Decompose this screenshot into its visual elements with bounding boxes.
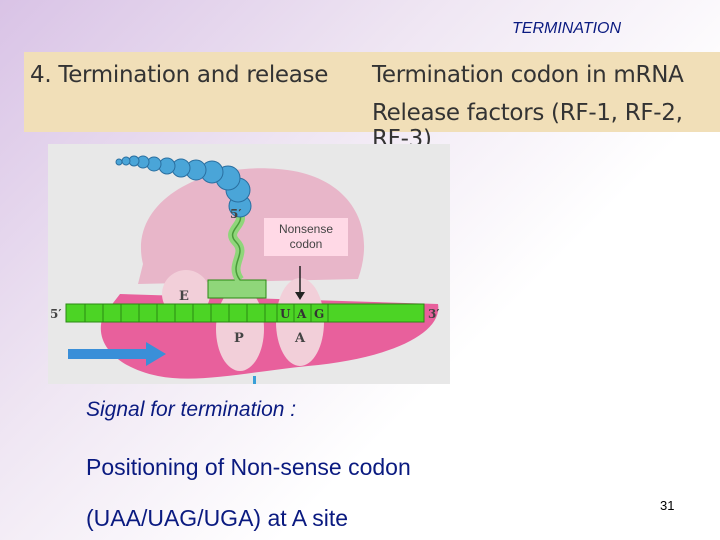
ribosome-termination-figure: 5′ 5′ 3′ E P A U A G bbox=[48, 144, 450, 384]
label-p-site: P bbox=[234, 331, 244, 346]
trna-anticodon bbox=[207, 279, 267, 299]
mrna-tick-mark bbox=[253, 376, 256, 384]
mrna-codon-dividers bbox=[84, 304, 329, 322]
mrna-strip bbox=[65, 303, 425, 323]
movement-arrow-head bbox=[146, 342, 166, 366]
page-number: 31 bbox=[660, 498, 675, 513]
label-5prime-top: 5′ bbox=[230, 207, 242, 221]
codon-g: G bbox=[314, 307, 324, 321]
caption-positioning: Positioning of Non-sense codon bbox=[86, 454, 411, 480]
nonsense-codon-callout: Nonsense codon bbox=[264, 218, 348, 256]
header-band: 4. Termination and release Termination c… bbox=[24, 52, 720, 152]
p-site bbox=[216, 287, 264, 371]
movement-arrow-shaft bbox=[68, 349, 148, 359]
step-heading: 4. Termination and release bbox=[30, 62, 329, 88]
release-factors-text: Release factors (RF-1, RF-2, RF-3) bbox=[372, 100, 683, 152]
label-e-site: E bbox=[179, 289, 189, 304]
codon-u: U bbox=[280, 307, 291, 321]
caption-signal: Signal for termination : bbox=[86, 398, 297, 421]
label-a-site: A bbox=[294, 331, 306, 346]
label-3prime: 3′ bbox=[428, 307, 440, 321]
codon-a: A bbox=[296, 307, 307, 321]
slide-title: TERMINATION bbox=[512, 20, 622, 37]
ribosome-diagram: 5′ 5′ 3′ E P A U A G bbox=[50, 155, 440, 384]
termination-codon-text: Termination codon in mRNA bbox=[372, 62, 684, 88]
label-5prime-left: 5′ bbox=[50, 307, 62, 321]
polypeptide-chain bbox=[115, 155, 252, 218]
caption-codons: (UAA/UAG/UGA) at A site bbox=[86, 505, 349, 531]
